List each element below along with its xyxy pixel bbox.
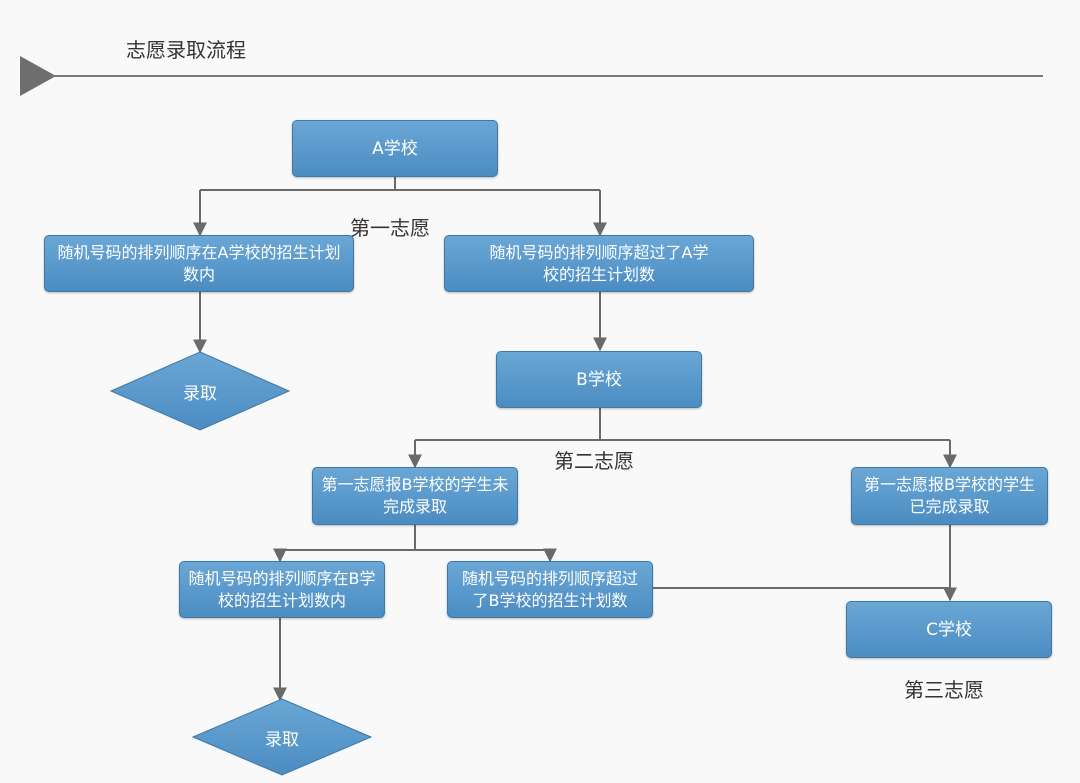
node-admitted-2: 录取 bbox=[191, 698, 373, 776]
diamond-shape bbox=[191, 698, 373, 776]
node-b-exceeds-plan: 随机号码的排列顺序超过了B学校的招生计划数 bbox=[447, 561, 653, 618]
label-third-choice: 第三志愿 bbox=[904, 678, 984, 702]
node-b-first-choice-not-done: 第一志愿报B学校的学生未完成录取 bbox=[312, 467, 518, 525]
node-admitted-1: 录取 bbox=[109, 351, 291, 431]
node-b-within-plan: 随机号码的排列顺序在B学校的招生计划数内 bbox=[179, 561, 385, 618]
admitted-label: 录取 bbox=[183, 383, 217, 404]
node-a-exceeds-plan: 随机号码的排列顺序超过了A学校的招生计划数 bbox=[444, 235, 754, 292]
label-first-choice: 第一志愿 bbox=[350, 216, 430, 240]
node-a-within-plan: 随机号码的排列顺序在A学校的招生计划数内 bbox=[44, 235, 354, 292]
page-title: 志愿录取流程 bbox=[126, 38, 246, 62]
label-second-choice: 第二志愿 bbox=[554, 449, 634, 473]
diamond-shape bbox=[109, 351, 291, 431]
admitted-label: 录取 bbox=[265, 729, 299, 750]
title-underline bbox=[50, 75, 1043, 77]
node-school-a: A学校 bbox=[292, 120, 498, 177]
node-b-first-choice-done: 第一志愿报B学校的学生已完成录取 bbox=[851, 467, 1048, 525]
node-school-b: B学校 bbox=[496, 351, 702, 408]
node-school-c: C学校 bbox=[846, 601, 1052, 658]
